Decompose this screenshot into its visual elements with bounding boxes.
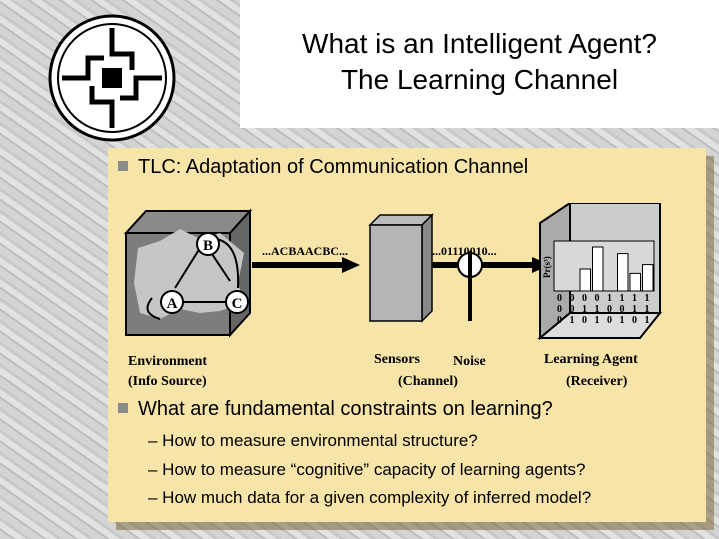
histogram-bar (629, 272, 641, 292)
bit-label: 0 (620, 304, 625, 315)
bit-label: 0 (595, 293, 600, 304)
bit-label: 1 (607, 293, 612, 304)
bit-label: 0 (582, 293, 587, 304)
label-sensors: Sensors (374, 352, 420, 367)
bit-label: 0 (582, 315, 587, 326)
learning-channel-diagram: B A C ...ACBAACBC... ...01110010... Pr(s… (123, 203, 663, 389)
bit-label: 0 (557, 315, 562, 326)
svg-text:A: A (167, 296, 178, 312)
histogram-bar (617, 253, 629, 292)
bit-label: 1 (632, 304, 637, 315)
bit-label: 1 (595, 315, 600, 326)
histogram-bar (579, 268, 591, 292)
bit-label: 1 (582, 304, 587, 315)
histogram-bar (592, 246, 604, 292)
title-area (240, 0, 719, 128)
bit-label: 0 (570, 304, 575, 315)
histogram (553, 240, 655, 292)
sub-bullet: – How to measure environmental structure… (148, 431, 478, 450)
bit-label: 1 (620, 293, 625, 304)
noise-adder-icon (457, 251, 483, 321)
bullet-2: What are fundamental constraints on lear… (118, 398, 553, 421)
svg-text:C: C (232, 296, 243, 312)
label-learning-agent: Learning Agent (544, 352, 638, 367)
bit-label: 1 (620, 315, 625, 326)
label-receiver: (Receiver) (566, 374, 628, 389)
node-c: C (225, 290, 249, 314)
symbol-stream: ...ACBAACBC... (262, 244, 348, 258)
label-environment: Environment (128, 354, 207, 369)
title-line-2: The Learning Channel (340, 64, 619, 95)
logo-icon (48, 14, 176, 142)
sub-bullet: – How to measure “cognitive” capacity of… (148, 460, 586, 479)
histogram-bar (642, 264, 654, 292)
label-noise: Noise (453, 354, 486, 369)
bit-label: 0 (632, 315, 637, 326)
bit-stream: ...01110010... (432, 244, 497, 258)
node-a: A (160, 290, 184, 314)
bit-label: 0 (607, 304, 612, 315)
svg-text:B: B (203, 238, 213, 254)
bullet-text: TLC: Adaptation of Communication Channel (138, 156, 529, 178)
bit-label: 1 (632, 293, 637, 304)
label-channel: (Channel) (398, 374, 458, 389)
node-b: B (196, 232, 220, 256)
bit-label: 1 (645, 304, 650, 315)
slide-title: What is an Intelligent Agent? The Learni… (240, 26, 719, 98)
title-line-1: What is an Intelligent Agent? (302, 28, 657, 59)
bit-label: 1 (645, 293, 650, 304)
bit-label: 0 (607, 315, 612, 326)
bullet-1: TLC: Adaptation of Communication Channel (118, 156, 528, 179)
bit-label: 1 (645, 315, 650, 326)
y-axis-label: Pr(s³) (542, 256, 552, 278)
bullet-text: What are fundamental constraints on lear… (138, 398, 553, 420)
bit-label: 1 (595, 304, 600, 315)
bit-label: 0 (570, 293, 575, 304)
bit-label: 1 (570, 315, 575, 326)
content-panel: TLC: Adaptation of Communication Channel… (108, 148, 706, 522)
bit-label: 0 (557, 293, 562, 304)
sub-bullet: – How much data for a given complexity o… (148, 488, 592, 507)
bit-label: 0 (557, 304, 562, 315)
label-info-source: (Info Source) (128, 374, 207, 389)
